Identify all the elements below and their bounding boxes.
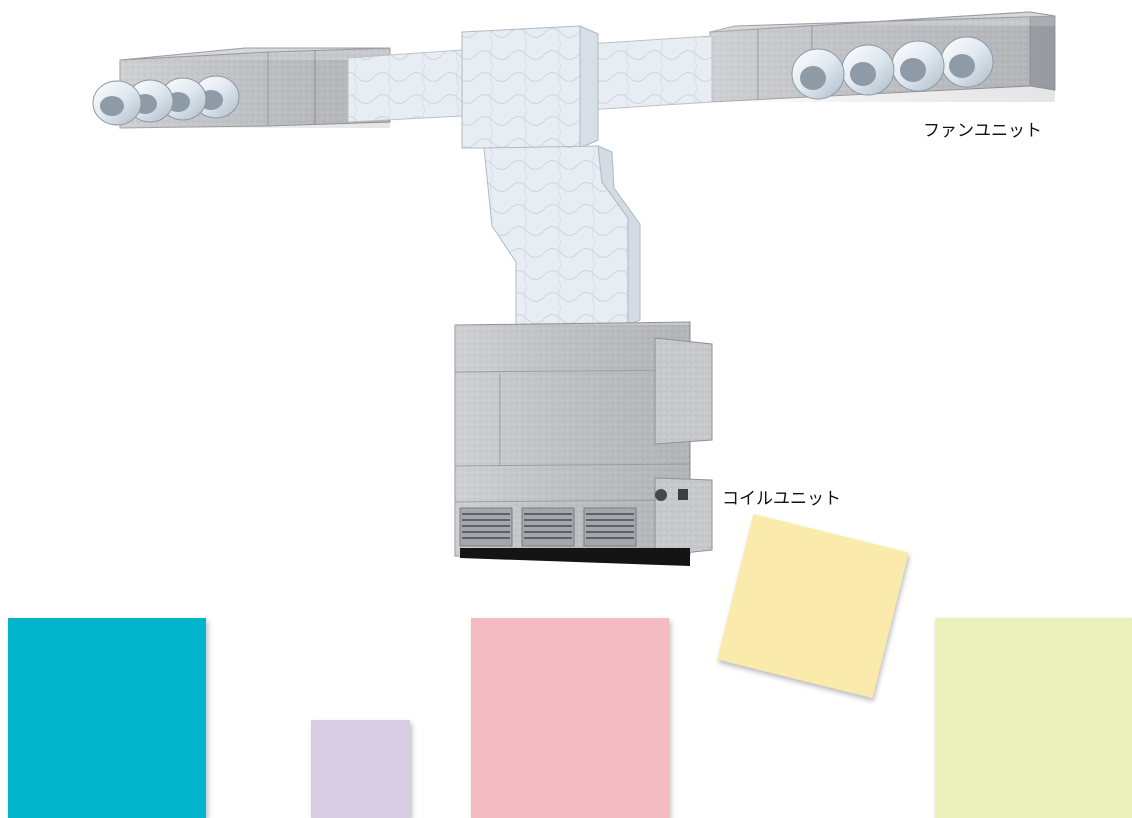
fan-unit-label: ファンユニット	[923, 121, 1042, 141]
coil-unit-label: コイルユニット	[722, 489, 841, 509]
horizontal-duct	[347, 25, 713, 149]
coil-unit-grille	[459, 507, 637, 547]
left-fan-nozzles	[92, 75, 240, 126]
swatch-pink	[471, 618, 669, 818]
swatch-purple	[311, 720, 410, 818]
coil-unit	[454, 321, 713, 566]
vertical-duct	[483, 145, 641, 326]
right-fan-nozzles	[791, 36, 994, 100]
swatch-lime	[935, 618, 1132, 818]
swatch-cyan	[8, 618, 206, 818]
